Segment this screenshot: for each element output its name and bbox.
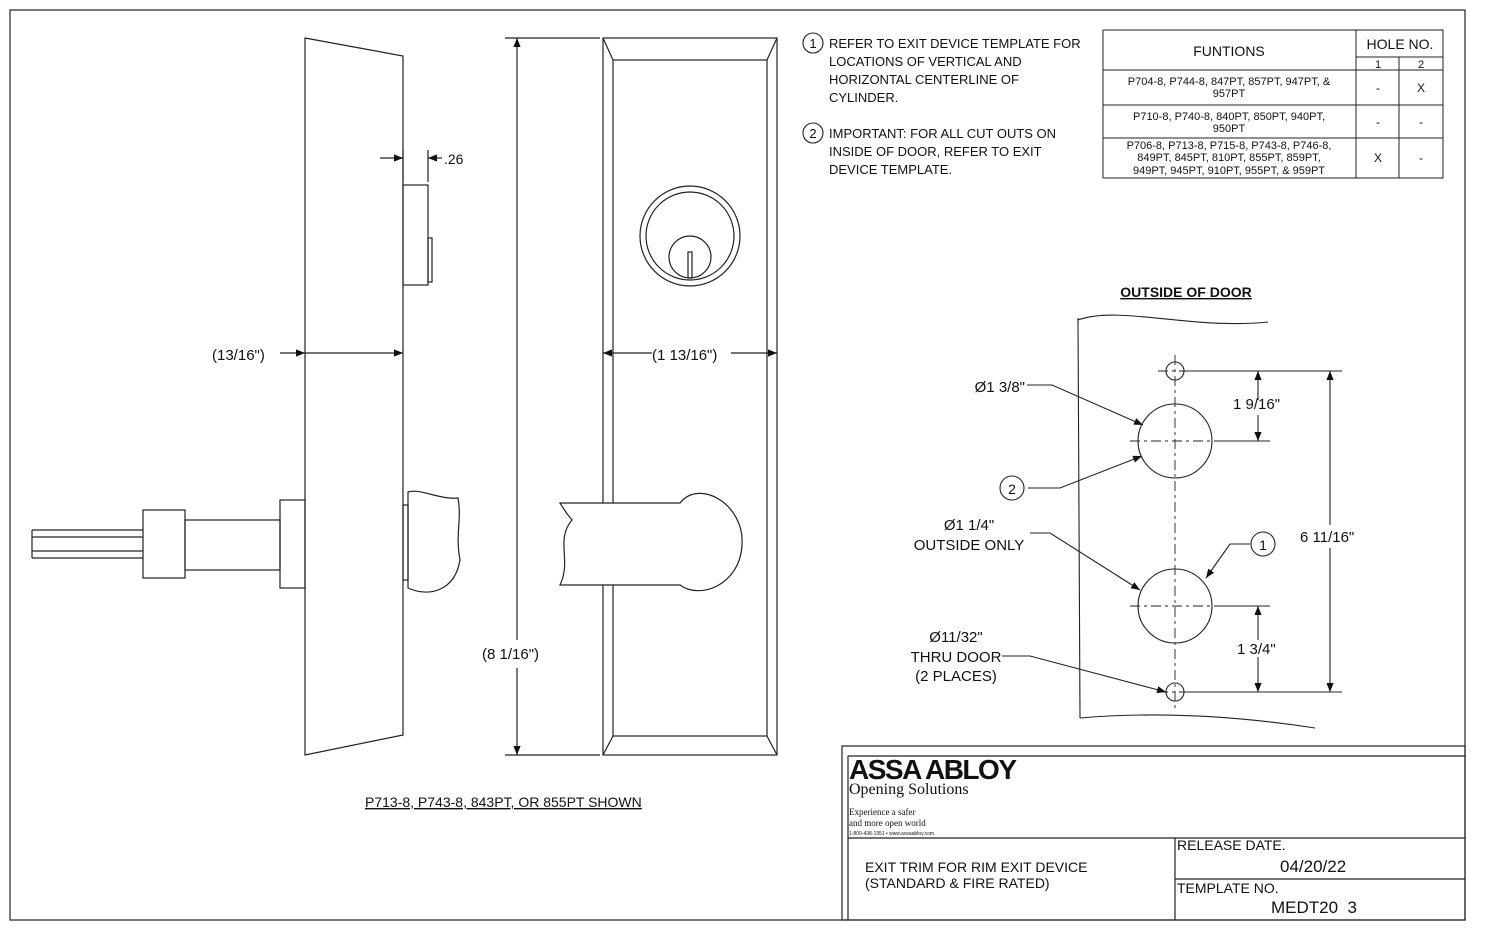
leader-hole-medium bbox=[1030, 532, 1141, 591]
dim-offset-label: .26 bbox=[444, 151, 464, 167]
callout-1-number: 1 bbox=[1259, 537, 1267, 553]
cylinder-tab-side bbox=[427, 237, 433, 283]
trim-plate-inner bbox=[612, 59, 768, 737]
tagline-line: Experience a safer bbox=[849, 807, 915, 817]
door-break-top bbox=[1077, 314, 1269, 325]
note-2-line: DEVICE TEMPLATE. bbox=[829, 162, 952, 177]
hole-medium-label: OUTSIDE ONLY bbox=[914, 537, 1025, 554]
view-caption: P713-8, P743-8, 843PT, OR 855PT SHOWN bbox=[365, 794, 642, 810]
dim-bottom-label: 1 3/4" bbox=[1237, 641, 1276, 658]
release-date-value: 04/20/22 bbox=[1280, 857, 1346, 876]
table-row-3-hole-1: X bbox=[1374, 151, 1382, 165]
template-no-value: MEDT20 3 bbox=[1271, 898, 1357, 917]
note-1-line: LOCATIONS OF VERTICAL AND bbox=[829, 54, 1022, 69]
table-row-1-hole-1: - bbox=[1376, 81, 1380, 95]
template-no-label: TEMPLATE NO. bbox=[1177, 880, 1279, 896]
description-line: EXIT TRIM FOR RIM EXIT DEVICE bbox=[865, 859, 1087, 875]
dim-height-label: (8 1/16") bbox=[482, 646, 539, 663]
subbrand: Opening Solutions bbox=[849, 781, 969, 798]
spindle-sleeve bbox=[184, 519, 281, 571]
door-template-title: OUTSIDE OF DOOR bbox=[1120, 284, 1251, 300]
note-1-line: CYLINDER. bbox=[829, 90, 898, 105]
lever-side bbox=[407, 490, 461, 593]
note-1-line: HORIZONTAL CENTERLINE OF bbox=[829, 72, 1019, 87]
leader-thru-hole bbox=[1002, 655, 1167, 694]
table-row-1-hole-2: X bbox=[1417, 81, 1425, 95]
centerlines bbox=[1130, 355, 1220, 708]
note-1-number: 1 bbox=[809, 36, 816, 51]
bevel-line bbox=[602, 735, 614, 756]
side-view bbox=[31, 37, 461, 756]
title-block-frame bbox=[841, 745, 1466, 921]
brand-logo: ASSA ABLOY bbox=[849, 754, 1017, 785]
keyway bbox=[687, 251, 693, 279]
table-row-2-hole-1: - bbox=[1376, 115, 1380, 129]
bevel-line bbox=[766, 735, 778, 756]
table-hole-col: 1 bbox=[1375, 59, 1381, 71]
table-row-2-text: P710-8, P740-8, 840PT, 850PT, 940PT, bbox=[1133, 111, 1325, 123]
note-1-bubble bbox=[802, 32, 824, 54]
hole-large-label: Ø1 3/8" bbox=[975, 379, 1025, 396]
lever-hub-side bbox=[402, 504, 409, 581]
leader-hole-large bbox=[1027, 384, 1144, 426]
tagline-line: and more open world bbox=[849, 818, 926, 828]
door-template bbox=[999, 314, 1342, 729]
bevel-line bbox=[766, 37, 778, 61]
trim-plate-outer bbox=[602, 37, 778, 756]
functions-table bbox=[1102, 29, 1444, 179]
table-row-3-text: 849PT, 845PT, 810PT, 855PT, 859PT, bbox=[1137, 152, 1320, 164]
leader-callout-2 bbox=[1028, 455, 1143, 489]
note-2-bubble bbox=[802, 122, 824, 144]
cylinder-body-side bbox=[402, 184, 429, 286]
spindle-rose bbox=[279, 499, 306, 589]
callout-2-bubble bbox=[999, 475, 1025, 501]
cylinder-ring-inner bbox=[645, 191, 735, 281]
callout-1-bubble bbox=[1250, 531, 1276, 557]
lever-front bbox=[558, 492, 743, 592]
note-2-line: INSIDE OF DOOR, REFER TO EXIT bbox=[829, 144, 1042, 159]
sheet-border bbox=[9, 9, 1466, 921]
table-hole-col: 2 bbox=[1418, 59, 1424, 71]
cylinder-ring-outer bbox=[639, 185, 741, 287]
front-view bbox=[505, 37, 778, 756]
table-row-1-text: P704-8, P744-8, 847PT, 857PT, 947PT, & bbox=[1128, 76, 1331, 88]
hole-medium-label: Ø1 1/4" bbox=[944, 517, 994, 534]
table-row-3-text: P706-8, P713-8, P715-8, P743-8, P746-8, bbox=[1127, 140, 1332, 152]
dim-top-label: 1 9/16" bbox=[1233, 396, 1280, 413]
table-header-hole: HOLE NO. bbox=[1367, 36, 1434, 52]
door-break-bottom bbox=[1079, 714, 1316, 729]
table-frame bbox=[1102, 29, 1444, 179]
dim-width-label: (1 13/16") bbox=[652, 347, 717, 364]
dim-total-label: 6 11/16" bbox=[1300, 529, 1354, 546]
note-2-line: IMPORTANT: FOR ALL CUT OUTS ON bbox=[829, 126, 1056, 141]
hole-small-label: Ø11/32" bbox=[929, 629, 982, 646]
note-2-number: 2 bbox=[809, 126, 816, 141]
release-date-label: RELEASE DATE. bbox=[1177, 837, 1286, 853]
table-row-2-text: 950PT bbox=[1213, 123, 1246, 135]
table-row-3-hole-2: - bbox=[1419, 151, 1423, 165]
leader-callout-1 bbox=[1205, 543, 1250, 579]
hole-small-label: THRU DOOR bbox=[911, 649, 1002, 666]
table-row-2-hole-2: - bbox=[1419, 115, 1423, 129]
contact-line: 1-800-438-1951 • www.assaabloy.com bbox=[849, 831, 934, 837]
cylinder-plug bbox=[668, 235, 712, 279]
callout-2-number: 2 bbox=[1008, 481, 1016, 497]
spindle-nut bbox=[142, 509, 186, 579]
notes: 1 REFER TO EXIT DEVICE TEMPLATE FOR LOCA… bbox=[802, 32, 1081, 177]
table-row-3-text: 949PT, 945PT, 910PT, 955PT, & 959PT bbox=[1133, 165, 1325, 177]
door-edge bbox=[1077, 317, 1081, 719]
table-row-1-text: 957PT bbox=[1213, 88, 1246, 100]
table-header-functions: FUNTIONS bbox=[1193, 43, 1265, 59]
note-1-line: REFER TO EXIT DEVICE TEMPLATE FOR bbox=[829, 36, 1081, 51]
dim-thickness-label: (13/16") bbox=[212, 347, 265, 364]
trim-side-profile bbox=[304, 37, 404, 756]
bevel-line bbox=[602, 37, 614, 61]
description-line: (STANDARD & FIRE RATED) bbox=[865, 875, 1050, 891]
title-block bbox=[841, 745, 1466, 921]
hole-small-label: (2 PLACES) bbox=[915, 668, 997, 685]
